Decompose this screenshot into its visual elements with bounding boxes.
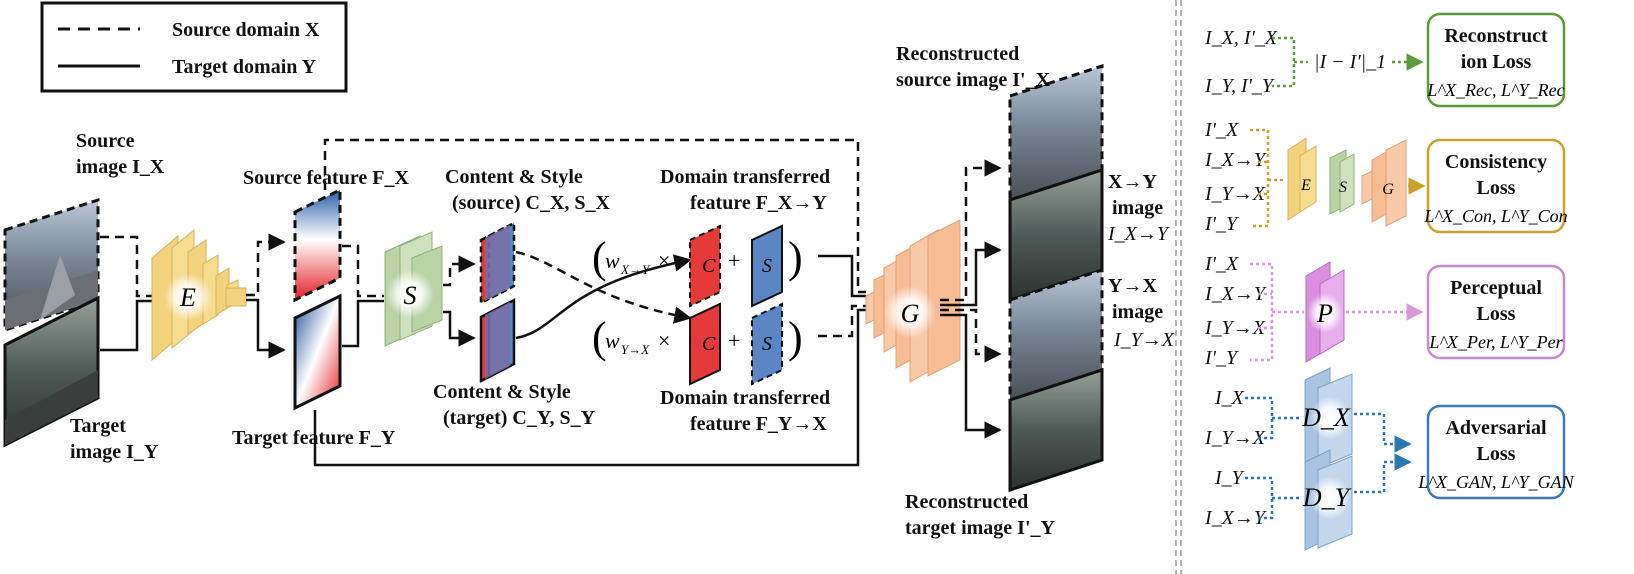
adv-input-2: I_Y→X xyxy=(1204,427,1266,449)
target-image-label-1: Target xyxy=(70,415,126,437)
yx-label-2: image xyxy=(1112,301,1163,323)
per-title-2: Loss xyxy=(1477,303,1516,325)
generator-label: G xyxy=(901,299,920,328)
encoder-network: E xyxy=(151,228,247,362)
con-input-4: I'_Y xyxy=(1204,213,1239,235)
con-separator-label: S xyxy=(1339,179,1347,196)
adversarial-loss-panel: I_X I_Y→X I_Y I_X→Y D_X D_Y Adversarial … xyxy=(1204,367,1575,551)
recon-source-label-2: source image I'_X xyxy=(896,69,1051,91)
dt-bottom-label-1: Domain transferred xyxy=(660,387,830,409)
con-input-2: I_X→Y xyxy=(1204,149,1267,171)
rec-formula: L^X_Rec, L^Y_Rec xyxy=(1426,80,1564,100)
perceptual-loss-panel: I'_X I_X→Y I_Y→X I'_Y P Perceptual Loss … xyxy=(1204,253,1566,369)
svg-text:S: S xyxy=(762,255,772,277)
dt-top-label-2: feature F_X→Y xyxy=(690,192,827,214)
source-feature xyxy=(293,187,342,303)
reconstruction-loss-panel: I_X, I'_X I_Y, I'_Y |I − I'|_1 Reconstru… xyxy=(1204,12,1566,108)
reconstructed-target-image xyxy=(1008,367,1104,493)
svg-text:C: C xyxy=(702,255,716,277)
svg-text:(: ( xyxy=(592,233,607,282)
source-image-label-1: Source xyxy=(76,130,135,152)
per-title-1: Perceptual xyxy=(1450,277,1542,299)
disc-x-label: D_X xyxy=(1301,403,1351,432)
con-input-3: I_Y→X xyxy=(1204,183,1266,205)
svg-text:(: ( xyxy=(592,313,607,362)
legend-source-label: Source domain X xyxy=(172,19,320,41)
yx-label-1: Y→X xyxy=(1108,275,1157,297)
svg-text:): ) xyxy=(788,233,803,282)
con-encoder-label: E xyxy=(1300,177,1311,194)
legend: Source domain X Target domain Y xyxy=(40,1,348,93)
per-input-2: I_X→Y xyxy=(1204,283,1267,305)
per-input-1: I'_X xyxy=(1204,253,1239,275)
dt-top-label-1: Domain transferred xyxy=(660,166,830,188)
rec-op: |I − I'|_1 xyxy=(1314,51,1386,73)
disc-y-label: D_Y xyxy=(1302,483,1352,512)
generator-network: G xyxy=(865,219,961,383)
source-image-label-2: image I_X xyxy=(76,156,165,178)
con-generator-label: G xyxy=(1382,181,1394,198)
recon-target-label-1: Reconstructed xyxy=(905,491,1028,513)
adv-input-3: I_Y xyxy=(1214,467,1245,489)
cs-source-label-2: (source) C_X, S_X xyxy=(452,192,611,214)
svg-text:X→Y: X→Y xyxy=(620,262,651,277)
con-formula: L^X_Con, L^Y_Con xyxy=(1423,206,1567,226)
xy-label-1: X→Y xyxy=(1108,171,1157,193)
per-input-3: I_Y→X xyxy=(1204,317,1266,339)
con-title-1: Consistency xyxy=(1445,151,1547,173)
adv-input-4: I_X→Y xyxy=(1204,507,1267,529)
target-feature xyxy=(293,293,342,411)
formula-bottom: ( w Y→X × C + S ) xyxy=(592,302,803,386)
svg-text:+: + xyxy=(728,328,740,353)
rec-input-1: I_X, I'_X xyxy=(1204,27,1278,49)
per-formula: L^X_Per, L^Y_Per xyxy=(1428,332,1563,352)
svg-text:C: C xyxy=(702,333,716,355)
rec-title-1: Reconstruct xyxy=(1444,25,1548,47)
xy-label-3: I_X→Y xyxy=(1107,223,1170,245)
target-image-label-2: image I_Y xyxy=(70,441,159,463)
adv-title-1: Adversarial xyxy=(1445,417,1547,439)
formula-top: ( w X→Y × C + S ) xyxy=(592,224,803,308)
svg-text:+: + xyxy=(728,248,740,273)
source-feature-label: Source feature F_X xyxy=(243,167,409,189)
dt-bottom-label-2: feature F_Y→X xyxy=(690,413,827,435)
content-style-target xyxy=(479,297,516,384)
svg-text:w: w xyxy=(605,248,620,273)
cs-target-label-2: (target) C_Y, S_Y xyxy=(443,407,596,429)
yx-label-3: I_Y→X xyxy=(1113,329,1175,351)
adv-formula: L^X_GAN, L^Y_GAN xyxy=(1417,472,1574,492)
cs-source-label-1: Content & Style xyxy=(445,166,583,188)
con-input-1: I'_X xyxy=(1204,119,1239,141)
svg-text:Y→X: Y→X xyxy=(621,342,650,357)
adv-input-1: I_X xyxy=(1214,387,1245,409)
svg-text:): ) xyxy=(788,313,803,362)
perceptual-label: P xyxy=(1316,299,1333,328)
rec-title-2: ion Loss xyxy=(1461,51,1532,73)
separator-network: S xyxy=(384,231,443,347)
encoder-label: E xyxy=(179,283,196,312)
xy-label-2: image xyxy=(1112,197,1163,219)
separator-label: S xyxy=(404,281,417,310)
recon-target-label-2: target image I'_Y xyxy=(905,517,1056,539)
per-input-4: I'_Y xyxy=(1204,347,1239,369)
svg-text:S: S xyxy=(762,333,772,355)
legend-target-label: Target domain Y xyxy=(172,56,317,78)
consistency-loss-panel: I'_X I_X→Y I_Y→X I'_Y E S G Consistency … xyxy=(1204,119,1568,235)
svg-text:w: w xyxy=(605,328,620,353)
con-title-2: Loss xyxy=(1477,177,1516,199)
svg-text:×: × xyxy=(658,248,670,273)
rec-input-2: I_Y, I'_Y xyxy=(1204,75,1275,97)
cs-target-label-1: Content & Style xyxy=(433,381,571,403)
content-style-source xyxy=(479,220,516,306)
target-image xyxy=(3,295,100,448)
recon-source-label-1: Reconstructed xyxy=(896,43,1019,65)
adv-title-2: Loss xyxy=(1477,443,1516,465)
svg-text:×: × xyxy=(658,328,670,353)
